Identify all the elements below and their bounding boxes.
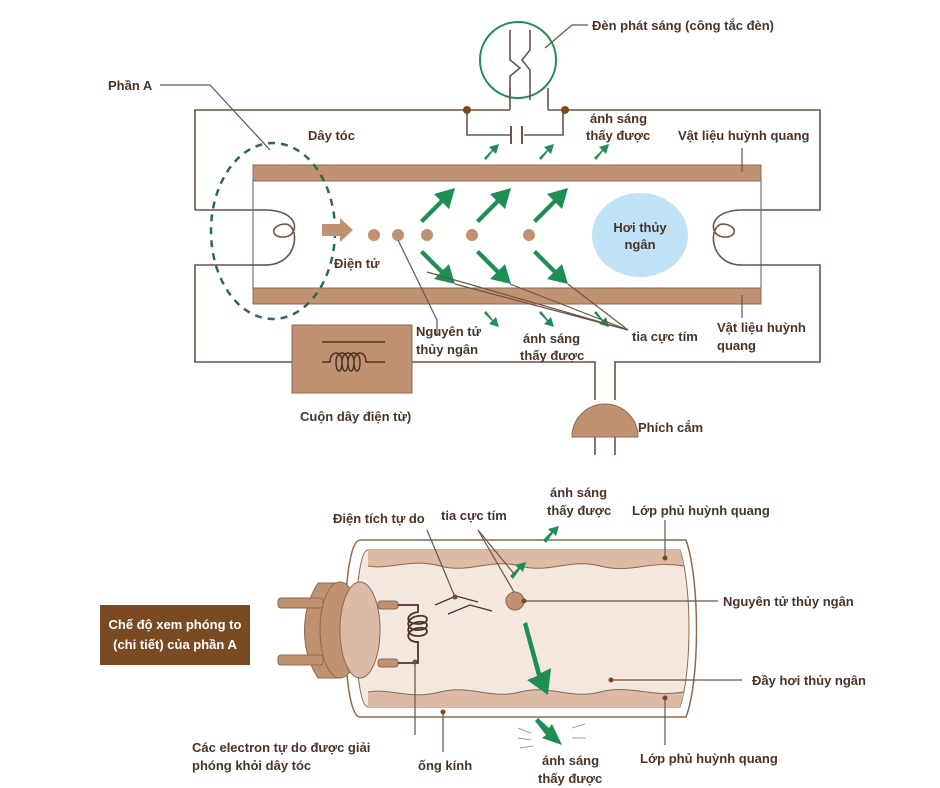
- detail-mercury-atom: [505, 591, 525, 611]
- starter-label: Đèn phát sáng (công tắc đèn): [592, 18, 774, 33]
- plug: [571, 403, 639, 455]
- visible-light-top-label-1: ánh sáng: [590, 111, 647, 126]
- phosphor-coat-top-label: Lớp phủ huỳnh quang: [632, 503, 770, 518]
- uv-arrows: [420, 188, 568, 284]
- freed-electrons-label-1: Các electron tự do được giải: [192, 740, 370, 755]
- mercury-atom-label-2: thủy ngân: [416, 342, 478, 357]
- zoom-label-1: Chế độ xem phóng to: [109, 617, 242, 632]
- top-leader-lines: [160, 24, 743, 336]
- visible-light-arrows: [484, 144, 609, 327]
- mercury-vapor-cloud: [592, 193, 688, 277]
- coil-label: Cuộn dây điện từ): [300, 409, 411, 424]
- left-filament: [264, 209, 296, 266]
- glow-rays: [517, 723, 586, 749]
- detail-view: Chế độ xem phóng to (chi tiết) của phần …: [100, 485, 866, 786]
- fluorescent-tube: [252, 164, 762, 305]
- detail-visible-light-top-2: thấy được: [547, 503, 611, 518]
- detail-tube: [344, 539, 698, 718]
- visible-light-bottom-label-1: ánh sáng: [523, 331, 580, 346]
- detail-uv-arrow: [515, 622, 551, 695]
- freed-electrons-label-2: phóng khỏi dây tóc: [192, 758, 311, 773]
- mercury-filled-label: Đầy hơi thủy ngân: [752, 673, 866, 688]
- phosphor-bottom-label-1: Vật liệu huỳnh: [717, 320, 806, 335]
- electron-label: Điện tử: [334, 256, 380, 271]
- electron-arrow: [322, 218, 353, 242]
- visible-light-bottom-label-2: thấy được: [520, 348, 584, 363]
- circuit-wires: [194, 88, 821, 400]
- filament-label: Dây tóc: [308, 128, 355, 143]
- zoom-label-box: [100, 605, 250, 665]
- right-filament: [712, 209, 743, 266]
- detail-visible-light-top-1: ánh sáng: [550, 485, 607, 500]
- detail-mercury-atom-label: Nguyên tử thủy ngân: [723, 594, 854, 609]
- circuit-overview: Hơi thủy ngân Đèn phát sáng (công: [108, 18, 821, 455]
- mercury-particles: [368, 229, 535, 241]
- ballast-coil: [291, 324, 413, 394]
- phosphor-top-label: Vật liệu huỳnh quang: [678, 128, 810, 143]
- free-charge-label: Điện tích tự do: [333, 511, 425, 526]
- detail-filament: [377, 600, 428, 668]
- uv-label: tia cực tím: [632, 329, 698, 344]
- visible-light-top-label-2: thấy được: [586, 128, 650, 143]
- detail-visible-light-arrow-top: [543, 526, 559, 543]
- detail-uv-label: tia cực tím: [441, 508, 507, 523]
- glass-tube-label: ống kính: [418, 758, 472, 773]
- detail-visible-light-arrow-bottom: [535, 718, 562, 745]
- part-a-label: Phần A: [108, 78, 153, 93]
- phosphor-coat-bottom-label: Lớp phủ huỳnh quang: [640, 751, 778, 766]
- mercury-vapor-label-1: Hơi thủy: [613, 220, 667, 235]
- detail-visible-light-bottom-2: thấy được: [538, 771, 602, 786]
- detail-visible-light-bottom-1: ánh sáng: [542, 753, 599, 768]
- detail-leader-lines: [412, 520, 742, 752]
- mercury-atom-label-1: Nguyên tử: [416, 324, 482, 339]
- phosphor-bottom-label-2: quang: [717, 338, 756, 353]
- detail-visible-light-arrow-up: [510, 562, 526, 579]
- starter-glow-lamp: [479, 21, 557, 100]
- mercury-vapor-label-2: ngân: [624, 237, 655, 252]
- end-cap: [277, 581, 381, 679]
- plug-label: Phích cắm: [638, 420, 703, 435]
- zoom-label-2: (chi tiết) của phần A: [113, 637, 237, 652]
